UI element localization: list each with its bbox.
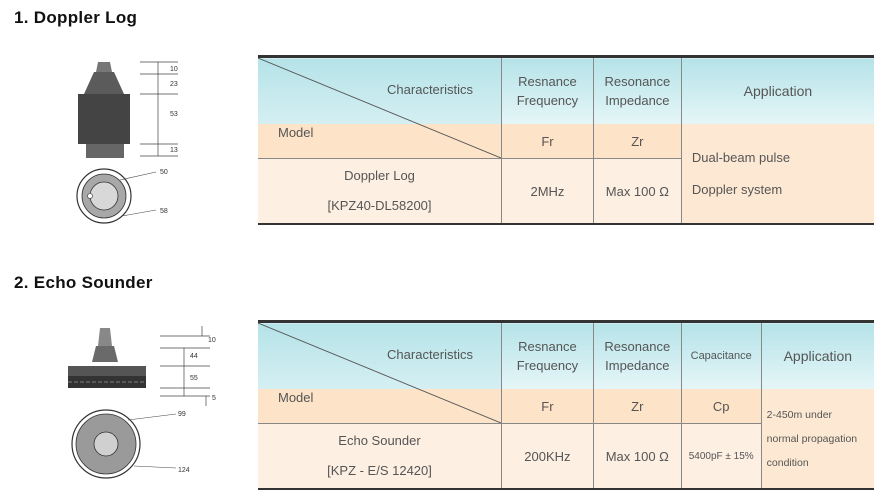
application-line: Dual-beam pulse [691,149,791,165]
characteristics-label: Characteristics [387,347,473,362]
characteristics-label: Characteristics [387,82,473,97]
application-line: condition [766,456,809,469]
header-resonance-impedance: Resonance Impedance [592,321,682,389]
model-label: Model [278,125,314,140]
impedance-value: Max 100 Ω [592,158,682,224]
header-resonance-frequency: Resnance Frequency [501,321,594,389]
model-code: [KPZ - E/S 12420] [327,463,432,478]
model-value: Echo Sounder [KPZ - E/S 12420] [258,423,502,489]
header-diagonal-cell: Characteristics Model [258,56,502,159]
header-capacitance: Capacitance [680,321,762,389]
application-value: 2-450m under normal propagation conditio… [760,389,874,490]
symbol-zr: Zr [592,389,682,424]
header-diagonal-cell: Characteristics Model [258,321,502,424]
diagonal-line [258,323,501,423]
header-resonance-impedance: Resonance Impedance [592,56,682,124]
model-value: Doppler Log [KPZ40-DL58200] [258,158,502,224]
application-line: 2-450m under [766,408,833,421]
dim-label: 10 [170,66,178,73]
header-application: Application [760,321,874,389]
echo-sounder-drawing: 10 44 55 5 99 124 [68,326,216,479]
echo-sounder-spec-table: Characteristics Model Resnance Frequency… [258,320,874,490]
application-line: Doppler system [691,181,783,197]
model-label: Model [278,390,314,405]
application-line: normal propagation [766,432,858,445]
dim-label: 44 [190,353,198,360]
symbol-zr: Zr [592,124,682,159]
dim-label: 58 [160,208,168,215]
dim-label: 53 [170,111,178,118]
symbol-cp: Cp [680,389,762,424]
section-title-echo-sounder: 2. Echo Sounder [14,273,153,292]
header-resonance-frequency: Resnance Frequency [501,56,594,124]
application-value: Dual-beam pulse Doppler system [680,124,874,225]
header-application: Application [680,56,874,124]
dim-label: 55 [190,375,198,382]
symbol-fr: Fr [501,124,594,159]
model-name: Doppler Log [344,168,415,183]
dim-label: 50 [160,169,168,176]
impedance-value: Max 100 Ω [592,423,682,489]
dim-label: 23 [170,81,178,88]
dim-label: 124 [178,467,190,474]
symbol-fr: Fr [501,389,594,424]
diagonal-line [258,58,501,158]
capacitance-value: 5400pF ± 15% [680,423,762,489]
frequency-value: 2MHz [501,158,594,224]
model-name: Echo Sounder [338,433,421,448]
dim-label: 13 [170,147,178,154]
section-title-doppler-log: 1. Doppler Log [14,8,138,27]
dim-label: 10 [208,337,216,344]
doppler-log-drawing: 10 23 53 13 50 58 [76,61,178,224]
doppler-log-spec-table: Characteristics Model Resnance Frequency… [258,55,874,225]
dim-label: 99 [178,411,186,418]
dim-label: 5 [212,395,216,402]
model-code: [KPZ40-DL58200] [327,198,432,213]
frequency-value: 200KHz [501,423,594,489]
